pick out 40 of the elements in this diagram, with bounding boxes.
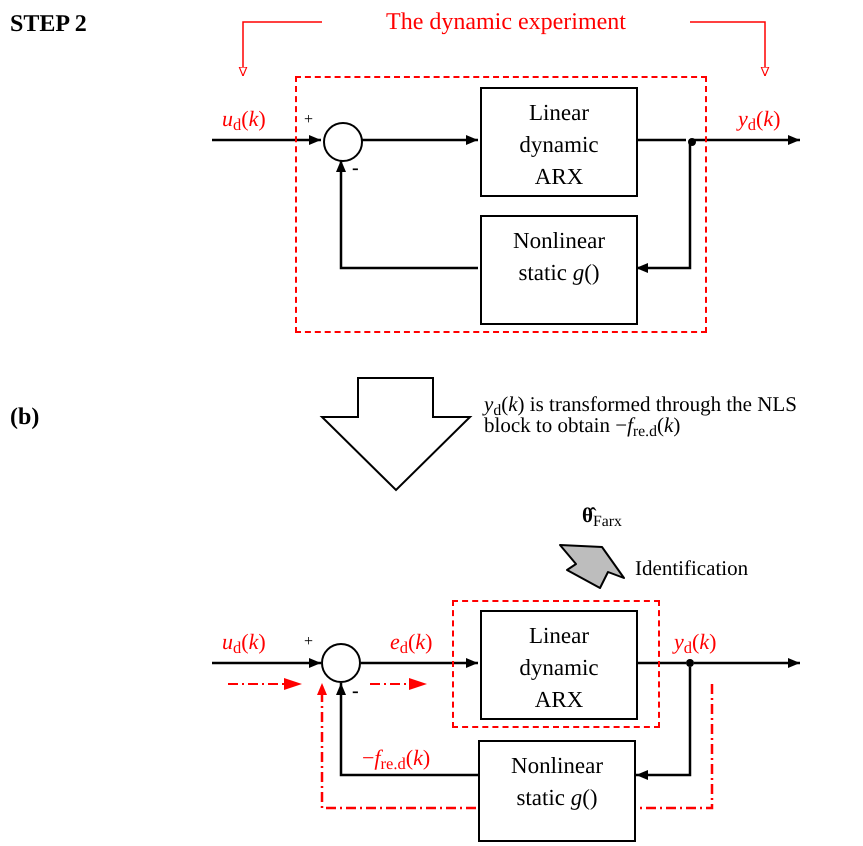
arrow [694,135,800,145]
arrow [336,160,478,270]
edge-label: u$_{d}$(k) [222,631,266,653]
block-box [480,215,638,325]
arrow [336,683,478,776]
edge-label: u$_{d}$(k) [222,108,266,130]
annotation-text: Identification [635,558,748,579]
arrow [636,144,692,273]
sign-label: + [304,634,314,650]
dashed-group-box [452,600,660,728]
block-box [478,740,636,842]
arrow [212,658,321,668]
annotation-text: θ̂$_{Farx}$ [582,505,622,526]
dashed-group-box [295,76,707,333]
sign-label: - [352,158,359,178]
panel-heading: STEP 2 [10,12,87,36]
summing-junction [321,643,361,683]
arrow [212,135,321,145]
block-box [480,87,638,197]
block-label: Nonlinear static g() [512,227,606,287]
sign-label: - [352,681,359,701]
arrow [694,658,800,668]
edge-label: y$_{d}$(k) [674,631,716,653]
arrow [361,135,478,145]
arrow [361,658,478,668]
arrow [636,667,692,780]
arrow [690,21,770,77]
edge-label: y$_{d}$(k) [738,108,780,130]
edge-label: e$_{d}$(k) [390,631,432,653]
annotation-text: y$_{d}$(k) is transformed through the NLS block to obtain −f$_{re.d}$(k) [484,394,798,436]
panel-heading: (b) [10,405,40,429]
block-label: Linear dynamic ARX [518,99,600,191]
edge-label: −f$_{re.d}$(k) [362,747,430,769]
title-text: The dynamic experiment [386,8,626,37]
block-box [480,610,638,720]
block-label: Nonlinear static g() [510,752,604,812]
summing-junction [323,122,363,162]
block-label: Linear dynamic ARX [518,622,600,714]
arrow [238,21,322,77]
sign-label: + [304,112,314,128]
